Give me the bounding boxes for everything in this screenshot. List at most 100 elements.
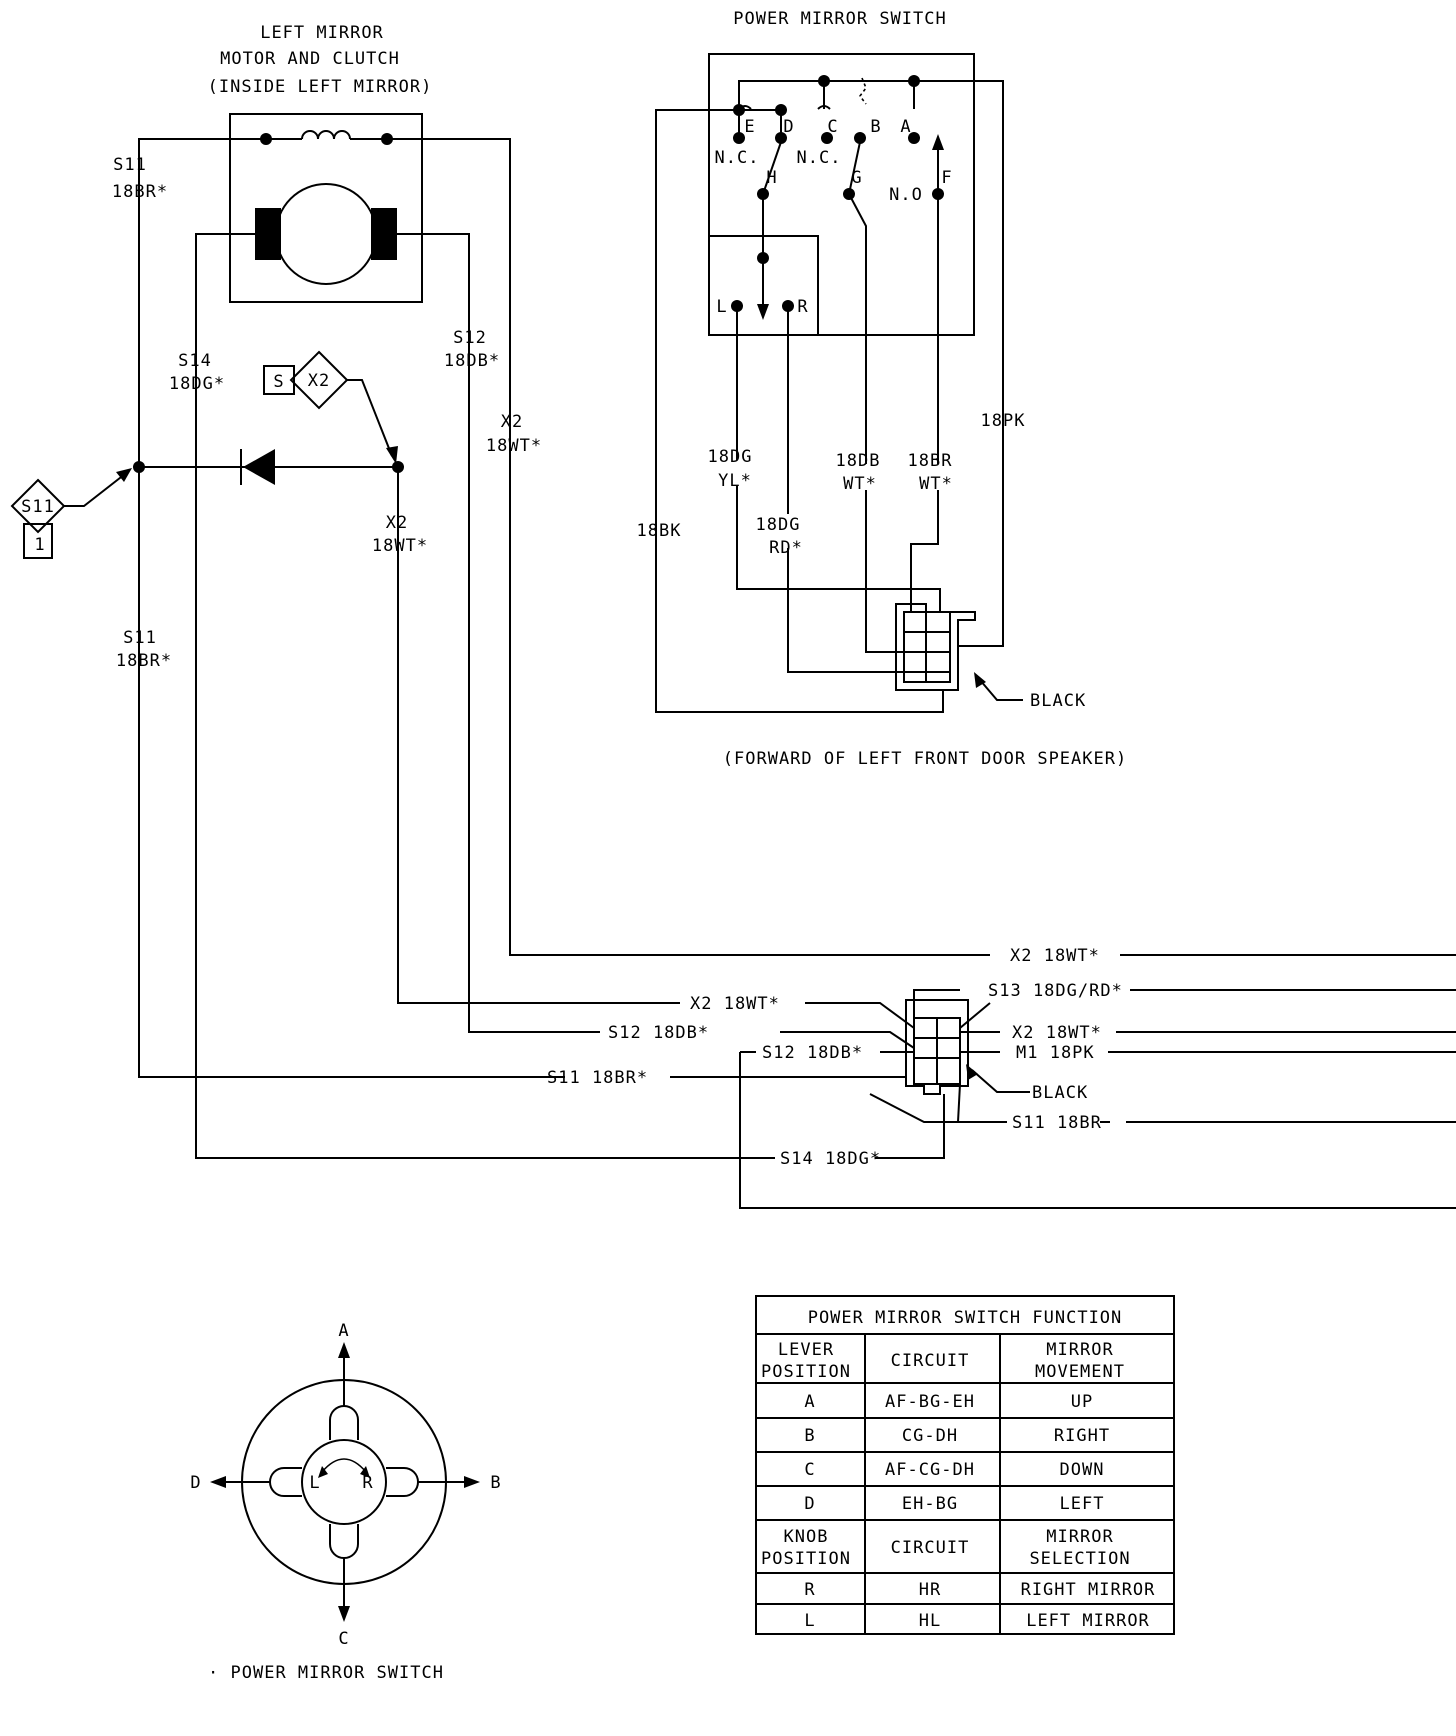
table-header-circuit: CIRCUIT — [891, 1351, 970, 1371]
table-cell: B — [804, 1426, 815, 1446]
terminal-nc1: N.C. — [715, 148, 760, 168]
table-header-knob: KNOB — [784, 1527, 829, 1547]
joystick-knob — [301, 1439, 387, 1525]
table-header-mirror: MIRROR — [1046, 1340, 1113, 1360]
table-cell: LEFT — [1060, 1494, 1105, 1514]
splice-x2-icon — [289, 350, 349, 410]
splice-x2-marker: S X2 — [263, 350, 398, 464]
motor-wires — [138, 138, 990, 1159]
table-header-movement: MOVEMENT — [1035, 1362, 1125, 1382]
left-mirror-title-line1: LEFT MIRROR — [260, 23, 384, 43]
label-s12-circuit: S12 — [453, 328, 487, 348]
table-cell: RIGHT MIRROR — [1021, 1580, 1156, 1600]
splice-x2-label: X2 — [308, 371, 330, 391]
table-cell: A — [804, 1392, 815, 1412]
table-header-position: POSITION — [761, 1549, 851, 1569]
diode-circuit — [133, 449, 404, 485]
table-rows-1: A AF-BG-EH UP B CG-DH RIGHT C AF-CG-DH D… — [804, 1392, 1110, 1514]
table-header-position: POSITION — [761, 1362, 851, 1382]
wire-18br-wt — [910, 490, 939, 612]
wire-18pk — [738, 80, 1004, 647]
wire-s14 — [195, 233, 775, 1159]
table-cell: C — [804, 1460, 815, 1480]
wire-x2-right — [387, 138, 990, 956]
joystick-label-b: B — [490, 1473, 501, 1493]
label-18br-wt-1: 18BR — [908, 451, 953, 471]
clutch-coil-icon — [301, 130, 351, 140]
splice-s11-label: S11 — [21, 497, 55, 517]
motor-icon — [275, 183, 377, 285]
location-note: (FORWARD OF LEFT FRONT DOOR SPEAKER) — [723, 749, 1127, 769]
label-s11-top-gauge: 18BR* — [112, 182, 168, 202]
harness-label-m1: M1 18PK — [1016, 1043, 1095, 1063]
label-s12-gauge: 18DB* — [444, 351, 500, 371]
harness-connector — [670, 954, 1456, 1209]
table-cell: D — [804, 1494, 815, 1514]
terminal-f: F — [941, 168, 952, 188]
joystick-caption: · POWER MIRROR SWITCH — [208, 1663, 444, 1683]
left-mirror-title: LEFT MIRROR MOTOR AND CLUTCH (INSIDE LEF… — [208, 23, 432, 97]
table-header-lever: LEVER — [778, 1340, 834, 1360]
table-header-2: KNOB POSITION CIRCUIT MIRROR SELECTION — [761, 1527, 1130, 1569]
wire-18dg-rd — [787, 548, 910, 673]
harness-label-s13: S13 18DG/RD* — [988, 981, 1123, 1001]
label-18dg-yl-1: 18DG — [708, 447, 753, 467]
joystick-diagram: A B C D L R · POWER MIRROR SWITCH — [190, 1321, 501, 1683]
harness-label-s11-left: S11 18BR* — [547, 1068, 648, 1088]
label-s11-top-circuit: S11 — [113, 155, 147, 175]
label-s11-mid-gauge: 18BR* — [116, 651, 172, 671]
harness-label-s11-right: S11 18BR — [1012, 1113, 1102, 1133]
table-cell: EH-BG — [902, 1494, 958, 1514]
table-cell: LEFT MIRROR — [1026, 1611, 1150, 1631]
terminal-r: R — [797, 297, 808, 317]
splice-dot-x2 — [392, 461, 404, 473]
switch-housing — [708, 53, 975, 336]
table-title: POWER MIRROR SWITCH FUNCTION — [808, 1308, 1123, 1328]
terminal-c: C — [827, 117, 838, 137]
splice-s11-marker: S11 1 — [10, 468, 132, 559]
label-18db-wt-2: WT* — [843, 474, 877, 494]
splice-s5-label: S — [273, 372, 284, 392]
label-18db-wt-1: 18DB — [836, 451, 881, 471]
table-cell: DOWN — [1060, 1460, 1105, 1480]
table-cell: HR — [919, 1580, 941, 1600]
harness-label-s12-mid: S12 18DB* — [762, 1043, 863, 1063]
wire-18dg-yl — [736, 486, 941, 612]
harness-labels: X2 18WT* S13 18DG/RD* X2 18WT* X2 18WT* … — [547, 946, 1123, 1169]
harness-label-x2-top: X2 18WT* — [1010, 946, 1100, 966]
table-cell: L — [804, 1611, 815, 1631]
splice-s11-sublabel: 1 — [34, 535, 45, 555]
splice-s11-icon — [10, 478, 66, 534]
joystick-label-r: R — [362, 1473, 373, 1493]
table-header-mirror: MIRROR — [1046, 1527, 1113, 1547]
switch-wire-labels: 18PK 18BK 18DG YL* 18DG RD* 18DB WT* 18B… — [637, 411, 1025, 558]
motor-brush-left — [255, 208, 281, 260]
table-rows-2: R HR RIGHT MIRROR L HL LEFT MIRROR — [804, 1580, 1156, 1631]
terminal-g: G — [851, 168, 862, 188]
label-18bk: 18BK — [637, 521, 682, 541]
label-x2-right-gauge: 18WT* — [486, 436, 542, 456]
arrow-head — [116, 468, 132, 482]
arrow-head — [386, 446, 398, 464]
wire-s11 — [138, 138, 565, 1078]
table-cell: RIGHT — [1054, 1426, 1110, 1446]
table-header-circuit: CIRCUIT — [891, 1538, 970, 1558]
connector-black-upper: BLACK — [895, 603, 1086, 711]
label-s11-mid-circuit: S11 — [123, 628, 157, 648]
left-mirror-motor — [229, 113, 423, 303]
terminal-nc2: N.C. — [797, 148, 842, 168]
wire-s12 — [397, 233, 600, 1033]
label-s14-circuit: S14 — [178, 351, 212, 371]
label-s14-gauge: 18DG* — [169, 374, 225, 394]
harness-label-black: BLACK — [1032, 1083, 1088, 1103]
wire-x2-center — [397, 467, 680, 1004]
label-x2-center-circuit: X2 — [386, 513, 408, 533]
joystick-label-l: L — [309, 1473, 320, 1493]
harness-label-s14: S14 18DG* — [780, 1149, 881, 1169]
label-18br-wt-2: WT* — [919, 474, 953, 494]
harness-label-x2-right: X2 18WT* — [1012, 1023, 1102, 1043]
joystick-label-c: C — [338, 1629, 349, 1649]
terminal-no: N.O — [889, 185, 923, 205]
connector-black-upper-label: BLACK — [1030, 691, 1086, 711]
